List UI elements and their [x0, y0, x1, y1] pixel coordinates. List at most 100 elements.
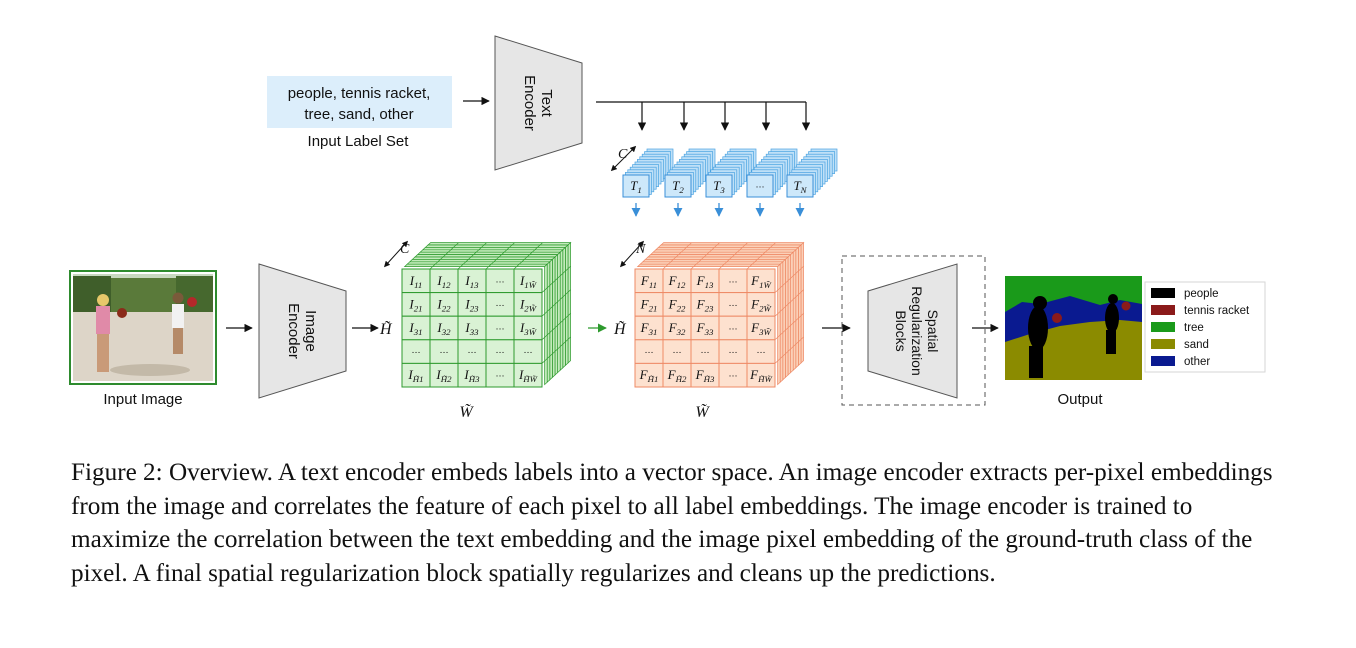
text-embedding-label-2-sub: 2 [679, 185, 684, 195]
corr-top-gridline [746, 242, 776, 270]
corr-width-label: W̃ [695, 403, 710, 421]
pixel-emb-cell-label: I22 [436, 296, 451, 313]
pixel-emb-width-label: W̃ [459, 403, 474, 421]
corr-cell-label: FH̃2 [667, 367, 687, 384]
pixel-emb-cell-label-base: I [436, 273, 442, 288]
corr-cell-label: F31 [640, 320, 658, 337]
text-embedding-5 [786, 174, 814, 198]
pixel-emb-cell-label-sub: 33 [469, 327, 479, 337]
photo-person-right-head [172, 292, 184, 304]
spatial-regularization: Spatial Regularization Blocks [841, 255, 986, 406]
pixel-emb-cell-label-sub: 21 [414, 303, 423, 313]
text-embedding-1 [622, 174, 650, 198]
seg-person-left-head [1033, 296, 1047, 310]
corr-cell-label-sub: 1W̃ [759, 280, 772, 290]
corr-side-gridline [774, 265, 804, 293]
text-embedding-label-5-base: T [793, 178, 801, 193]
corr-top-layer [644, 256, 789, 260]
seg-person-left-legs [1029, 346, 1043, 378]
pixel-emb-cell-label: ··· [495, 348, 504, 358]
pixel-emb-cell-label: ··· [495, 371, 504, 381]
pixel-emb-cell-label: IH̃1 [407, 367, 423, 384]
corr-cell-label: F22 [668, 296, 686, 313]
corr-side-layer [785, 256, 789, 379]
pixel-emb-cell-label-base: I [408, 320, 414, 335]
text-embedding-label-2-base: T [672, 178, 680, 193]
corr-cell-label-base: F [696, 320, 706, 335]
corr-cell-label-base: F [668, 320, 678, 335]
corr-side-layer [777, 263, 781, 386]
corr-cell-label: ··· [644, 348, 653, 358]
pixel-emb-cell-label-base: I [519, 296, 525, 311]
pixel-emb-top-layer [408, 259, 554, 263]
pixel-emb-side-layer [565, 244, 569, 367]
text-emb-dim-arrow [610, 145, 637, 172]
legend: people tennis racket tree sand other [1144, 281, 1266, 373]
corr-cell-label-base: F [696, 296, 706, 311]
corr-cell-label: ··· [728, 324, 737, 334]
corr-side-layer [779, 261, 784, 383]
pixel-emb-side-gridline [541, 289, 571, 317]
pixel-emb-cell-label-sub: 2W̃ [524, 303, 537, 313]
pixel-emb-cell-label-base: I [464, 273, 470, 288]
pixel-emb-top-gridline [457, 242, 487, 270]
pixel-emb-cell-label-sub: 13 [470, 280, 479, 290]
corr-side-gridline [774, 336, 804, 364]
corr-cell-label: F33 [696, 320, 714, 337]
seg-person-right-legs [1106, 330, 1116, 354]
pixel-emb-cell-label: ··· [439, 348, 448, 358]
corr-top-layer [639, 261, 784, 265]
text-embedding-3 [705, 174, 733, 198]
corr-cell-label-base: F [750, 296, 760, 311]
pixel-emb-top-layer [421, 247, 567, 251]
pixel-emb-cell-label: ··· [467, 348, 476, 358]
pixel-emb-cell-label-base: I [436, 296, 442, 311]
corr-cell-label-base: F [639, 367, 649, 382]
legend-swatch-tree [1151, 322, 1175, 332]
corr-side-layer [790, 251, 794, 374]
pixel-emb-cell-label-sub: H̃2 [440, 374, 452, 384]
text-embedding-label-3-base: T [713, 178, 721, 193]
pixel-emb-cell-label: I21 [408, 296, 422, 313]
pixel-emb-height-label: H̃ [379, 320, 393, 338]
corr-top-gridline [690, 242, 720, 270]
pixel-emb-cell-label-sub: 31 [413, 327, 423, 337]
pixel-emb-cell-label-sub: 11 [414, 280, 422, 290]
corr-cell-label-sub: 33 [704, 327, 714, 337]
spatial-dashed-frame [841, 255, 986, 406]
corr-top-layer [660, 242, 805, 246]
pixel-emb-cell-label: I31 [408, 320, 422, 337]
pixel-emb-cell-label: ··· [523, 348, 532, 358]
text-embedding-label-5-sub: N [800, 185, 808, 195]
pixel-emb-cell-label-base: I [407, 367, 413, 382]
pixel-emb-side-gridline [541, 313, 571, 341]
corr-cell-label-sub: 21 [649, 303, 658, 313]
corr-cell-label: FH̃W̃ [749, 367, 773, 384]
photo-person-right-body [172, 304, 184, 328]
corr-side-gridline [774, 313, 804, 341]
output-caption: Output [1057, 391, 1103, 408]
corr-cell-label: F12 [668, 273, 686, 290]
corr-cell-label: F11 [640, 273, 657, 290]
spatial-label-1: Spatial [925, 310, 941, 353]
corr-top-layer [652, 249, 797, 253]
pixel-emb-top-gridline [485, 242, 515, 270]
text-embedding-label-3-sub: 3 [719, 185, 725, 195]
pixel-emb-top-layer [403, 263, 549, 267]
seg-racket-left [1052, 313, 1062, 323]
corr-top-layer [649, 251, 795, 255]
pixel-emb-cell-label-sub: H̃1 [412, 374, 424, 384]
text-encoder: Text Encoder [494, 35, 583, 171]
legend-label-tree: tree [1184, 322, 1204, 334]
text-emb-dim-label: C [618, 147, 628, 162]
text-encoder-label-2: Encoder [521, 75, 538, 131]
text-embedding-2 [664, 174, 692, 198]
pixel-emb-cell-label: I1W̃ [519, 273, 538, 290]
spatial-label-2: Regularization [909, 286, 925, 376]
text-embedding-label-2: T2 [672, 178, 684, 195]
